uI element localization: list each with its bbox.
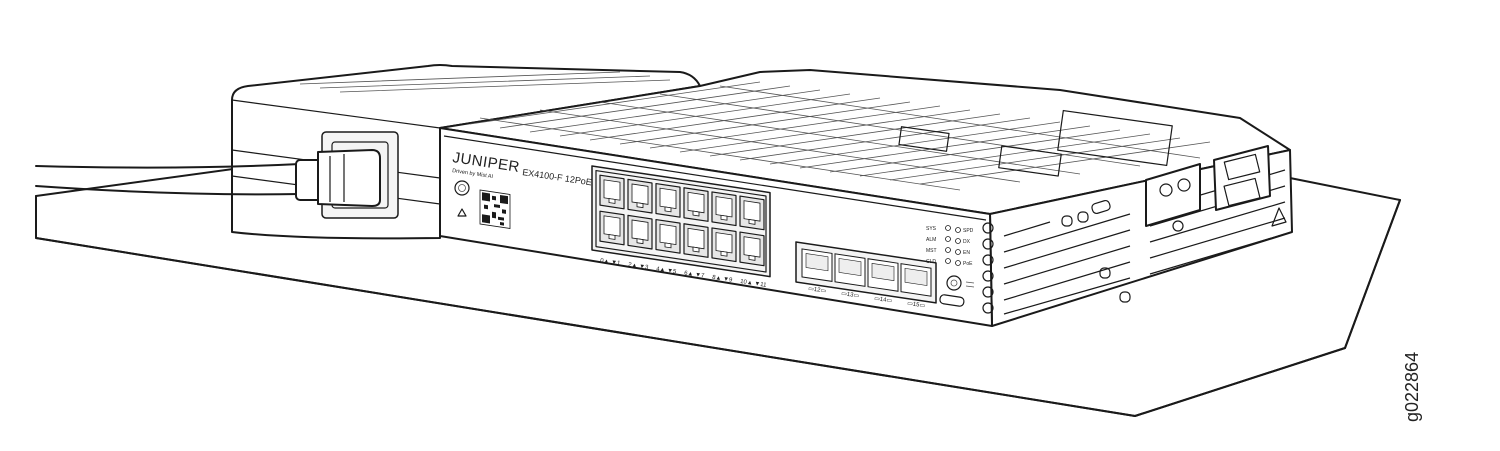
figure-id: g022864 — [1402, 352, 1422, 422]
led-indicator — [955, 249, 961, 255]
led-label: ALM — [926, 237, 936, 243]
shelf-front-edge — [35, 195, 1136, 417]
mode-button — [946, 275, 962, 291]
led-indicator — [945, 247, 951, 253]
sfp-slot — [900, 263, 932, 297]
rj45-port — [739, 195, 765, 231]
led-label: DX — [963, 239, 971, 245]
sfp-slot — [801, 248, 833, 282]
rj45-port — [683, 223, 709, 258]
port-label: 0▲ ▼1 — [600, 258, 622, 267]
rj45-port — [599, 174, 625, 210]
port-labels: 0▲ ▼1 2▲ ▼3 4▲ ▼5 6▲ ▼7 8▲ ▼9 10▲ ▼11 — [600, 258, 768, 289]
sfp-label: ▭13▭ — [841, 291, 860, 300]
rj45-port — [655, 182, 681, 218]
reset-button — [454, 180, 470, 196]
sfp-cage — [795, 241, 937, 304]
sfp-slot — [834, 253, 866, 287]
led-label: PoE — [963, 261, 973, 267]
port-label: 2▲ ▼3 — [628, 262, 650, 271]
rj45-port — [627, 214, 653, 250]
qr-code — [479, 189, 511, 229]
rj45-port — [655, 218, 681, 254]
rj45-port — [711, 227, 737, 263]
port-label: 6▲ ▼7 — [684, 271, 706, 280]
rj45-port — [683, 187, 709, 222]
sfp-labels: ▭12▭ ▭13▭ ▭14▭ ▭15▭ — [808, 286, 926, 309]
port-label: 4▲ ▼5 — [656, 266, 678, 275]
switch-chassis: JUNIPER Driven by Mist AI EX4100-F 12PoE… — [439, 69, 1293, 327]
rj45-port — [627, 178, 653, 214]
shelf-side-edge — [1134, 347, 1346, 417]
sfp-label: ▭12▭ — [808, 286, 827, 295]
rj45-port — [711, 191, 737, 227]
port-label: 10▲ ▼11 — [740, 279, 768, 289]
power-cable — [35, 149, 381, 207]
led-indicator — [955, 260, 961, 266]
led-label: SPD — [963, 228, 974, 234]
led-indicator — [945, 258, 951, 264]
led-label: CLD — [926, 259, 936, 265]
led-indicator — [955, 238, 961, 244]
led-label: SYS — [926, 226, 937, 232]
led-label: MST — [926, 248, 937, 254]
led-indicator — [955, 227, 961, 233]
ground-lug — [1145, 163, 1201, 232]
rj45-port-block — [591, 165, 771, 278]
led-indicator — [945, 236, 951, 242]
sfp-slot — [867, 258, 899, 292]
power-plug — [317, 149, 381, 207]
rj45-port — [599, 210, 625, 246]
caution-icon — [1271, 207, 1287, 227]
led-indicator — [945, 225, 951, 231]
power-module-slot — [1213, 145, 1287, 227]
status-leds: SYS ALM MST CLD SPD DX EN PoE — [926, 225, 974, 267]
warning-icon — [457, 208, 467, 217]
port-label: 8▲ ▼9 — [712, 275, 734, 284]
led-label: EN — [963, 250, 970, 256]
heatsink-fins — [469, 81, 1211, 191]
console-port — [939, 294, 965, 307]
front-vent-column — [982, 222, 994, 314]
sfp-label: ▭14▭ — [874, 296, 893, 305]
sfp-label: ▭15▭ — [907, 301, 926, 310]
rj45-port — [739, 231, 765, 267]
